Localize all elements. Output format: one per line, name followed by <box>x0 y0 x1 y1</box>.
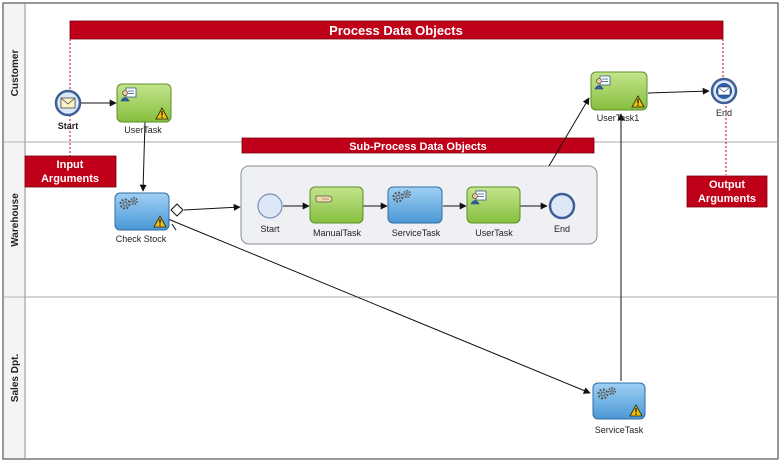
output-callout-line1: Output <box>709 179 745 191</box>
check-stock-label: Check Stock <box>116 234 167 244</box>
lane-label-sales: Sales Dpt. <box>10 354 21 403</box>
servicetask-sales-node[interactable] <box>592 382 646 420</box>
lane-label-customer: Customer <box>10 50 21 97</box>
lane-sales: Sales Dpt. <box>4 298 24 458</box>
process-data-objects-banner: Process Data Objects <box>69 20 724 40</box>
output-arguments-callout: Output Arguments <box>686 175 768 208</box>
sub-servicetask-node[interactable] <box>387 186 443 224</box>
sub-end-label: End <box>554 224 570 234</box>
start-event[interactable] <box>54 89 82 117</box>
lane-warehouse: Warehouse <box>4 143 24 296</box>
sub-manualtask-node[interactable] <box>309 186 364 224</box>
subprocess-data-objects-banner: Sub-Process Data Objects <box>241 137 595 154</box>
envelope-icon <box>716 83 732 99</box>
usertask1-label: UserTask1 <box>597 113 640 123</box>
input-arguments-callout: Input Arguments <box>24 155 117 188</box>
check-stock-node[interactable] <box>114 192 170 231</box>
end-event-label: End <box>716 108 732 118</box>
sub-start-label: Start <box>260 224 280 234</box>
sub-usertask-label: UserTask <box>475 228 513 238</box>
sub-end-event[interactable] <box>548 192 576 220</box>
sub-usertask-node[interactable] <box>466 186 521 224</box>
usertask-node[interactable] <box>116 83 172 123</box>
start-event-label: Start <box>58 121 79 131</box>
usertask1-node[interactable] <box>590 71 648 111</box>
input-callout-line1: Input <box>57 159 84 171</box>
envelope-icon <box>60 97 76 109</box>
sub-manualtask-label: ManualTask <box>313 228 362 238</box>
lane-label-warehouse: Warehouse <box>10 193 21 247</box>
usertask-label: UserTask <box>124 125 162 135</box>
connectors <box>80 87 710 394</box>
subprocess-banner-text: Sub-Process Data Objects <box>349 141 487 153</box>
process-banner-text: Process Data Objects <box>329 23 463 38</box>
gateway-diamond <box>170 203 184 217</box>
end-event[interactable] <box>710 77 738 105</box>
input-callout-line2: Arguments <box>41 173 99 185</box>
sub-servicetask-label: ServiceTask <box>392 228 441 238</box>
servicetask-sales-label: ServiceTask <box>595 425 644 435</box>
lane-customer: Customer <box>4 4 24 141</box>
hand-icon <box>315 195 333 203</box>
output-callout-line2: Arguments <box>698 193 756 205</box>
sub-start-event[interactable] <box>257 193 283 219</box>
